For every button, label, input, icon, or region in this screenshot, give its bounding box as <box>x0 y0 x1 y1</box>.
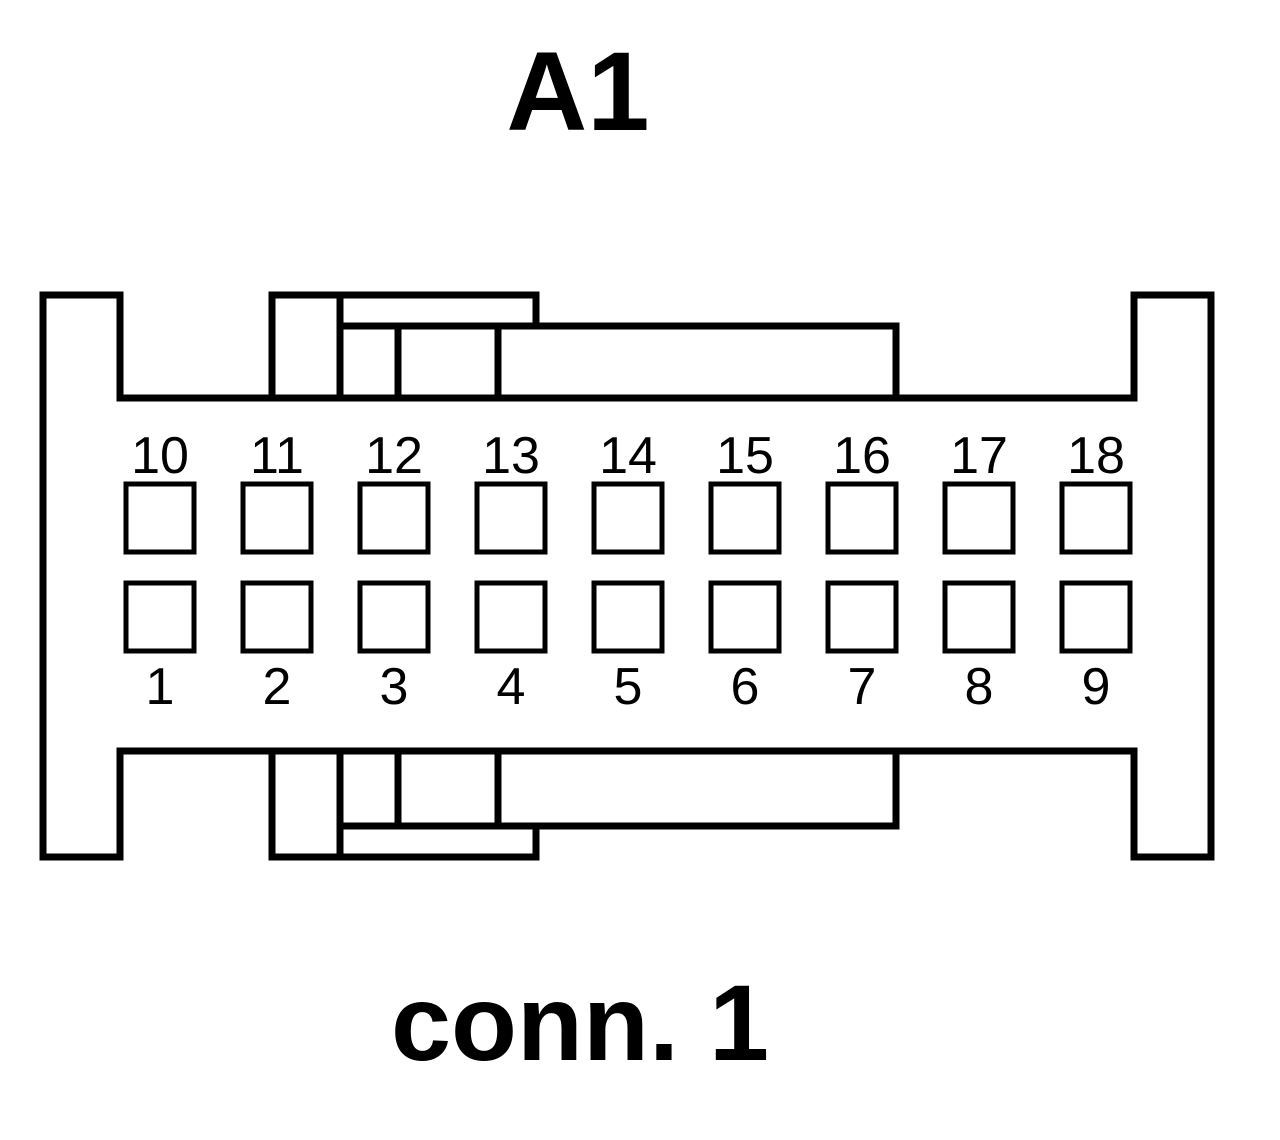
pin-label-2: 2 <box>263 658 292 716</box>
housing-outline <box>39 291 1215 861</box>
connector-title: A1 <box>506 29 649 154</box>
pin-row-bottom: 1 2 3 4 5 6 7 8 9 <box>123 580 1133 716</box>
bottom-latch <box>272 747 896 857</box>
pin-cavity-16 <box>825 481 899 555</box>
pin-cavity-3 <box>357 580 431 654</box>
top-latch <box>272 295 896 402</box>
pin-cavity-2 <box>240 580 314 654</box>
pin-cavity-6 <box>708 580 782 654</box>
pin-cavity-8 <box>942 580 1016 654</box>
pin-cavity-5 <box>591 580 665 654</box>
pin-label-13: 13 <box>482 427 540 485</box>
pin-label-5: 5 <box>614 658 643 716</box>
pin-label-17: 17 <box>950 427 1008 485</box>
pin-label-18: 18 <box>1067 427 1125 485</box>
pin-label-10: 10 <box>131 427 189 485</box>
pin-cavity-14 <box>591 481 665 555</box>
pin-cavity-15 <box>708 481 782 555</box>
pin-label-16: 16 <box>833 427 891 485</box>
pin-label-14: 14 <box>599 427 657 485</box>
pin-cavity-18 <box>1059 481 1133 555</box>
pin-label-3: 3 <box>380 658 409 716</box>
connector-caption: conn. 1 <box>391 962 769 1083</box>
pin-label-11: 11 <box>250 427 304 485</box>
pin-label-7: 7 <box>848 658 877 716</box>
pin-cavity-7 <box>825 580 899 654</box>
pin-label-6: 6 <box>731 658 760 716</box>
pin-label-4: 4 <box>497 658 526 716</box>
pin-label-12: 12 <box>365 427 423 485</box>
pin-cavity-10 <box>123 481 197 555</box>
pin-cavity-17 <box>942 481 1016 555</box>
pin-cavity-9 <box>1059 580 1133 654</box>
pin-cavity-1 <box>123 580 197 654</box>
pin-label-1: 1 <box>146 658 175 716</box>
pin-cavity-4 <box>474 580 548 654</box>
pin-row-top: 10 11 12 13 14 15 16 17 18 <box>123 427 1133 555</box>
pin-label-8: 8 <box>965 658 994 716</box>
pin-cavity-12 <box>357 481 431 555</box>
pin-label-9: 9 <box>1082 658 1111 716</box>
pin-cavity-11 <box>240 481 314 555</box>
pin-cavity-13 <box>474 481 548 555</box>
pin-label-15: 15 <box>716 427 774 485</box>
